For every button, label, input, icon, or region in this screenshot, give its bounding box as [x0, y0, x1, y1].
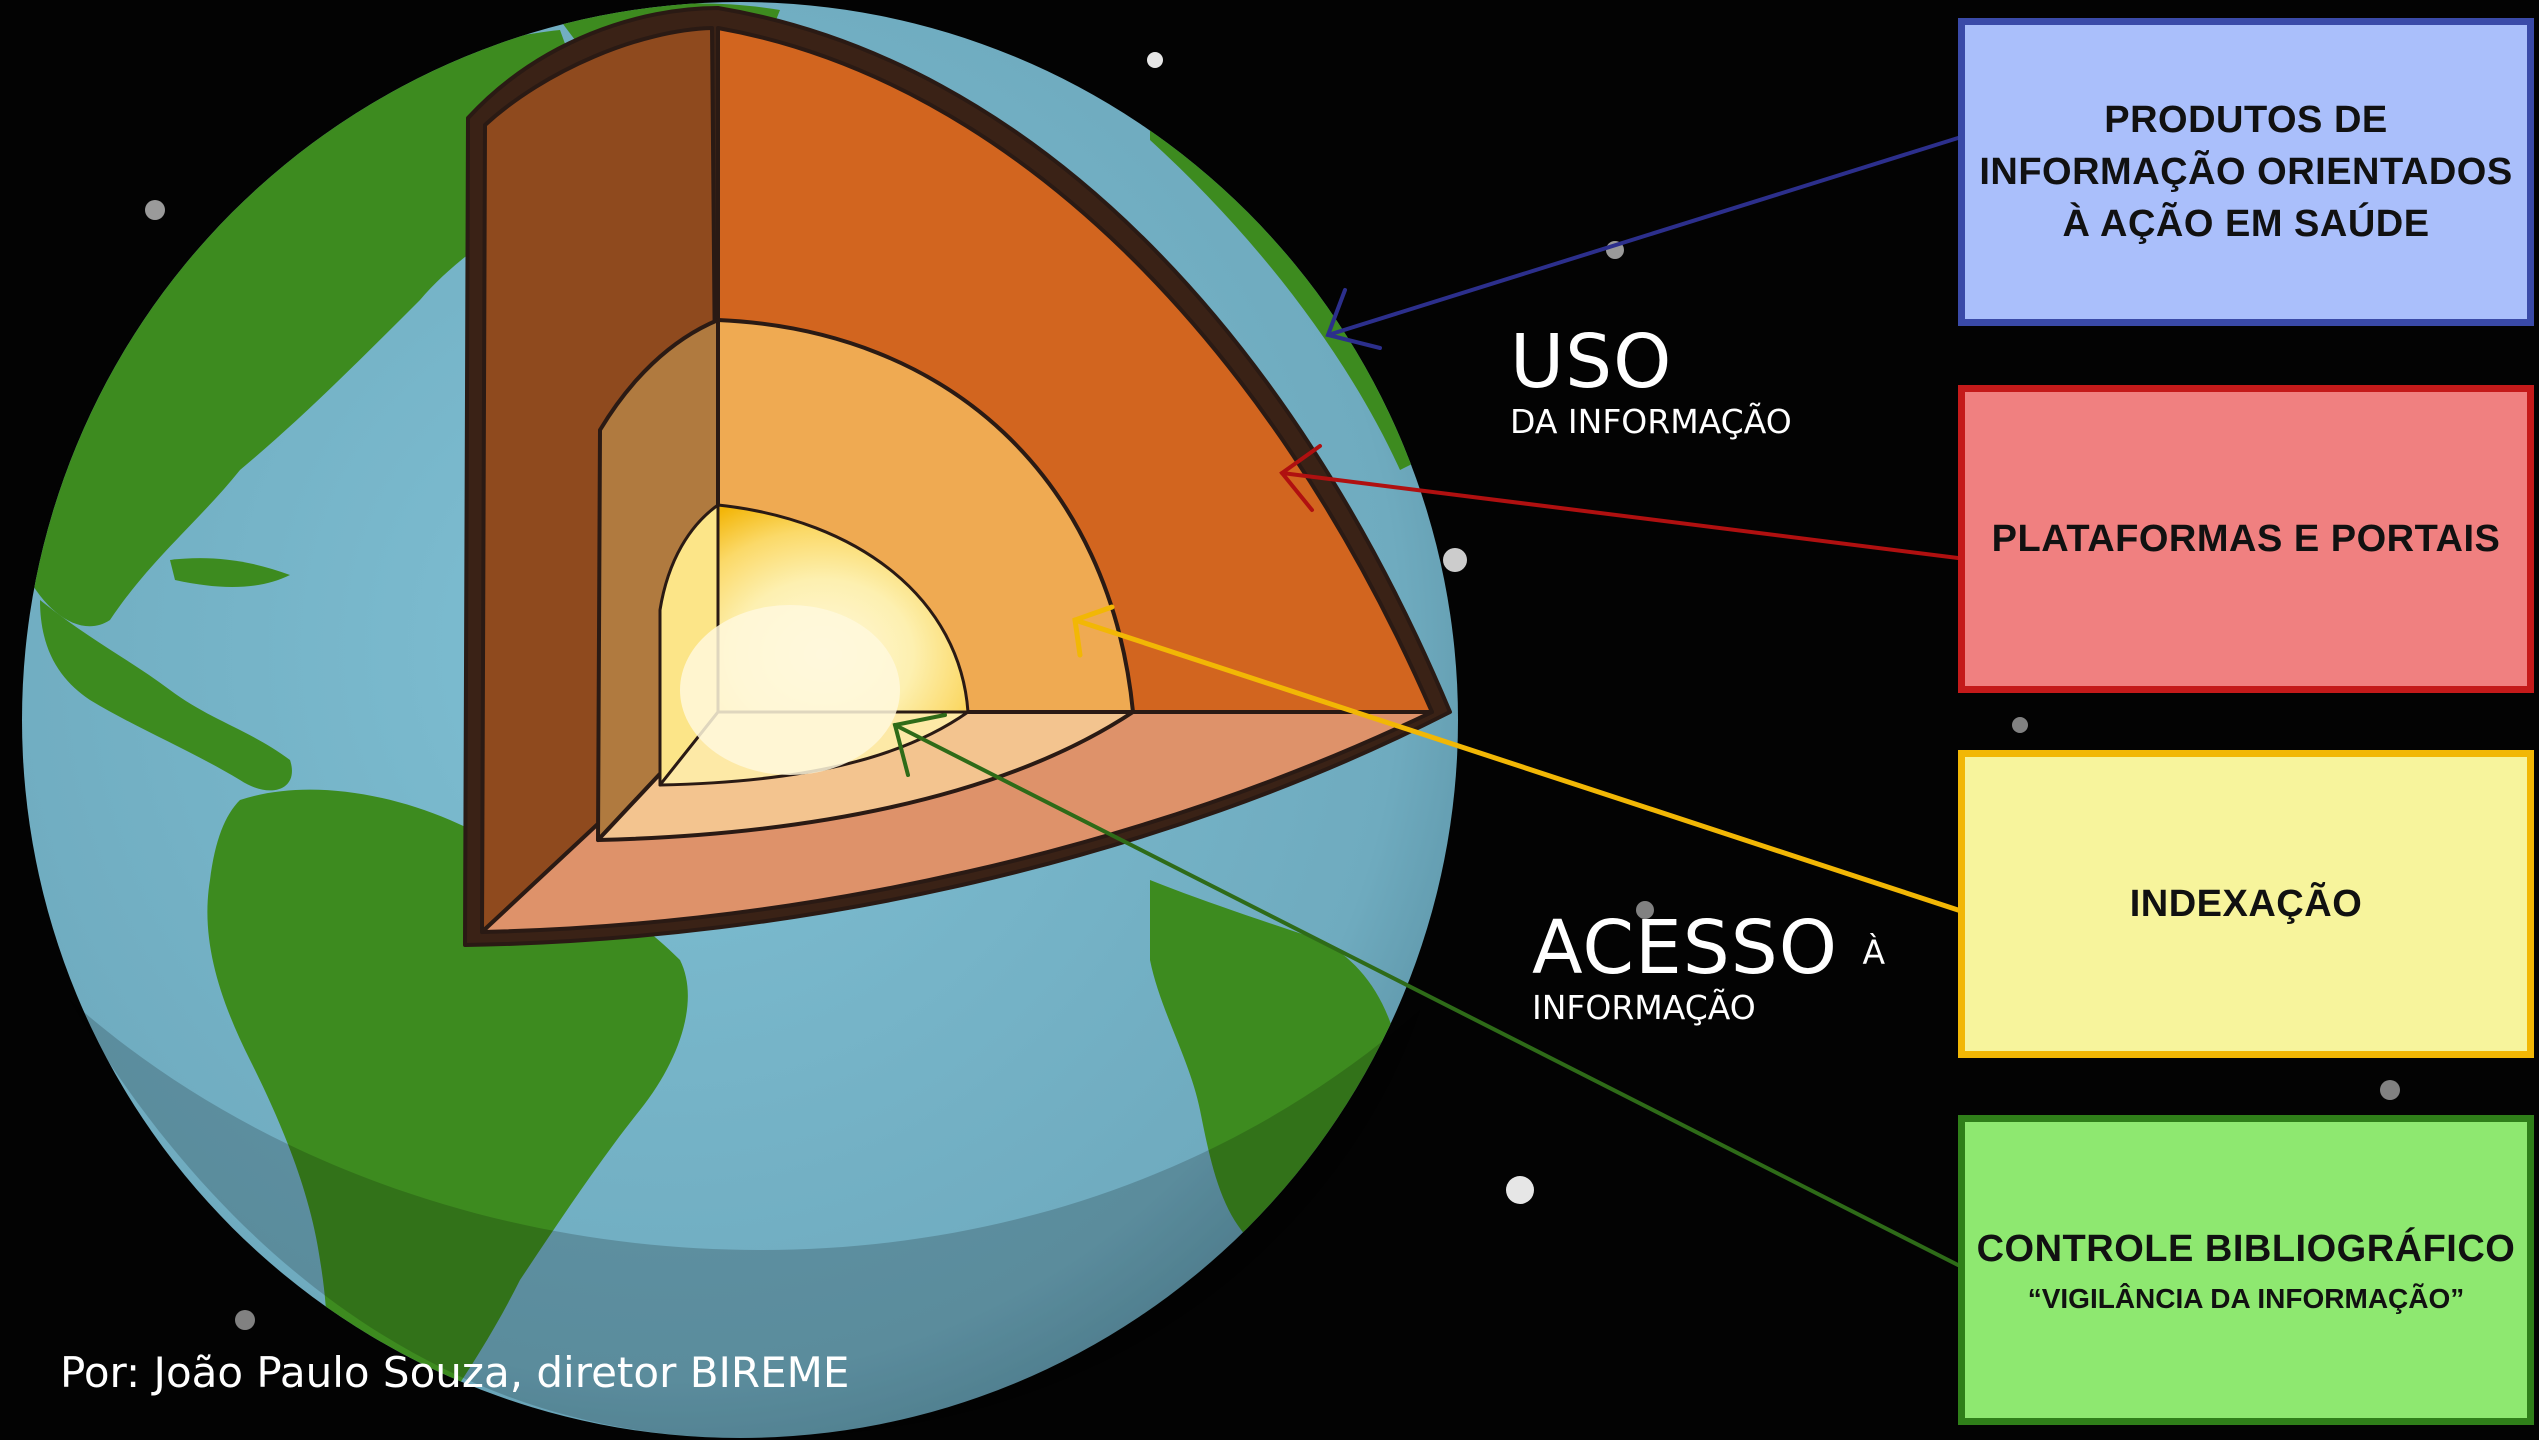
earth-cutaway [463, 6, 1452, 947]
arrow-plataformas [1279, 444, 1960, 560]
label-acesso-head: ACESSO [1532, 905, 1838, 991]
box-plataformas-portais: PLATAFORMAS E PORTAIS [1958, 385, 2534, 693]
label-uso: USO DA INFORMAÇÃO [1510, 322, 1792, 442]
arrow-controle [892, 713, 1960, 1267]
label-acesso-suffix: À [1862, 932, 1887, 972]
label-acesso-small: INFORMAÇÃO [1532, 988, 1756, 1027]
label-acesso: ACESSO À INFORMAÇÃO [1532, 908, 1886, 1028]
box-controle-line-1: CONTROLE BIBLIOGRÁFICO [1976, 1228, 2516, 1270]
box-indexacao: INDEXAÇÃO [1958, 750, 2534, 1058]
globe-shadow [70, 1000, 1420, 1438]
box-controle-sub: “VIGILÂNCIA DA INFORMAÇÃO” [2027, 1283, 2465, 1314]
box-produtos-line-2: INFORMAÇÃO ORIENTADOS [1979, 151, 2513, 193]
box-indexacao-line-1: INDEXAÇÃO [2129, 883, 2363, 925]
arrow-indexacao [1072, 604, 1961, 913]
box-produtos-line-1: PRODUTOS DE [2104, 99, 2388, 141]
box-produtos-informacao: PRODUTOS DE INFORMAÇÃO ORIENTADOS À AÇÃO… [1958, 18, 2534, 326]
box-produtos-line-3: À AÇÃO EM SAÚDE [2062, 203, 2430, 245]
label-uso-small: DA INFORMAÇÃO [1510, 402, 1792, 441]
arrow-produtos [1325, 136, 1960, 350]
box-controle-bibliografico: CONTROLE BIBLIOGRÁFICO “VIGILÂNCIA DA IN… [1958, 1115, 2534, 1425]
background-stars [145, 52, 2400, 1330]
arrows [892, 136, 1961, 1267]
label-uso-head: USO [1510, 319, 1673, 405]
box-plataformas-line-1: PLATAFORMAS E PORTAIS [1991, 518, 2501, 560]
author-credit: Por: João Paulo Souza, diretor BIREME [60, 1348, 850, 1397]
